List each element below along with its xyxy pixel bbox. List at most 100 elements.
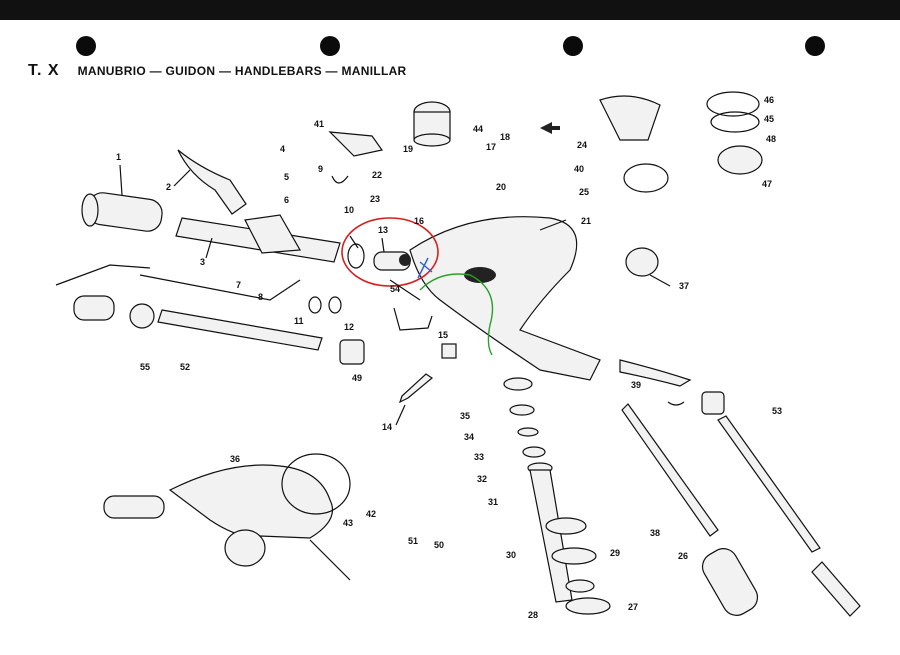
grip-part: [81, 192, 163, 232]
part-label: 25: [579, 187, 589, 197]
part-label: 22: [372, 170, 382, 180]
part-label: 30: [506, 550, 516, 560]
handlebar-opening: [464, 267, 496, 283]
binder-hole: [76, 36, 96, 56]
part-label: 18: [500, 132, 510, 142]
part-label: 7: [236, 280, 241, 290]
section-code: T. X: [28, 62, 60, 79]
lever-part: [177, 149, 247, 215]
part-label: 53: [772, 406, 782, 416]
clamp-part: [373, 251, 411, 271]
part-label: 52: [180, 362, 190, 372]
part-label: 10: [344, 205, 354, 215]
ring-part: [308, 296, 322, 314]
part-label: 16: [414, 216, 424, 226]
part-label: 2: [166, 182, 171, 192]
part-label: 39: [631, 380, 641, 390]
part-label: 38: [650, 528, 660, 538]
part-label: 1: [116, 152, 121, 162]
ring-part: [623, 163, 669, 193]
part-label: 24: [577, 140, 587, 150]
page-header: T. X MANUBRIO — GUIDON — HANDLEBARS — MA…: [28, 62, 407, 80]
part-label: 41: [314, 119, 324, 129]
part-label: 31: [488, 497, 498, 507]
nut-part: [441, 343, 457, 359]
part-label: 14: [382, 422, 392, 432]
clip-part: [667, 401, 685, 406]
bolt-part: [398, 373, 434, 404]
grip-part: [701, 548, 759, 616]
part-label: 13: [378, 225, 388, 235]
part-label: 37: [679, 281, 689, 291]
steering-stack-part: [503, 377, 611, 615]
shaft-part: [73, 295, 323, 351]
ring-part: [328, 296, 342, 314]
part-label: 29: [610, 548, 620, 558]
part-label: 43: [343, 518, 353, 528]
ring-part: [347, 243, 365, 269]
arrow-icon: [540, 122, 560, 134]
part-label: 32: [477, 474, 487, 484]
part-label: 44: [473, 124, 483, 134]
part-label: 28: [528, 610, 538, 620]
part-label: 27: [628, 602, 638, 612]
plate-part: [328, 131, 384, 157]
part-label: 12: [344, 322, 354, 332]
binder-holes: [0, 36, 900, 60]
speedometer-housing-part: [599, 91, 763, 175]
binder-hole: [563, 36, 583, 56]
part-label: 46: [764, 95, 774, 105]
pad-part: [625, 247, 659, 277]
bracket-part: [393, 307, 433, 331]
part-label: 49: [352, 373, 362, 383]
part-label: 54: [390, 284, 400, 294]
part-label: 3: [200, 257, 205, 267]
clip-part: [331, 175, 349, 184]
part-label: 45: [764, 114, 774, 124]
part-label: 48: [766, 134, 776, 144]
part-label: 8: [258, 292, 263, 302]
part-label: 42: [366, 509, 376, 519]
part-label: 9: [318, 164, 323, 174]
part-label: 4: [280, 144, 285, 154]
part-label: 21: [581, 216, 591, 226]
part-label: 36: [230, 454, 240, 464]
tube-part: [621, 403, 719, 537]
part-label: 20: [496, 182, 506, 192]
part-labels: 1 2 3 4 5 6 7 8 9 10 11 12 13 14 15 16 1…: [116, 95, 782, 620]
part-label: 6: [284, 195, 289, 205]
page-title: MANUBRIO — GUIDON — HANDLEBARS — MANILLA…: [77, 64, 407, 78]
annotation-circle: [341, 217, 439, 287]
part-label: 35: [460, 411, 470, 421]
part-label: 51: [408, 536, 418, 546]
scan-top-border: [0, 0, 900, 20]
part-label: 47: [762, 179, 772, 189]
part-label: 33: [474, 452, 484, 462]
binder-hole: [320, 36, 340, 56]
bushing-part: [339, 339, 365, 365]
lever-part: [619, 359, 692, 387]
tube-part: [717, 415, 821, 553]
part-label: 15: [438, 330, 448, 340]
part-label: 50: [434, 540, 444, 550]
part-label: 5: [284, 172, 289, 182]
annotation-line: [419, 273, 494, 356]
assembled-handlebar-part: [103, 453, 351, 581]
part-label: 19: [403, 144, 413, 154]
part-label: 23: [370, 194, 380, 204]
binder-hole: [805, 36, 825, 56]
throttle-tube-part: [175, 214, 341, 263]
leader-lines: [55, 164, 671, 426]
speedometer-part: [413, 101, 451, 147]
part-label: 34: [464, 432, 474, 442]
knob-part: [811, 561, 861, 617]
part-label: 11: [294, 316, 304, 326]
part-label: 55: [140, 362, 150, 372]
bushing-part: [701, 391, 725, 415]
part-label: 17: [486, 142, 496, 152]
part-label: 26: [678, 551, 688, 561]
handlebar-body-part: [409, 216, 601, 381]
annotation-mark: [417, 257, 433, 279]
part-label: 40: [574, 164, 584, 174]
